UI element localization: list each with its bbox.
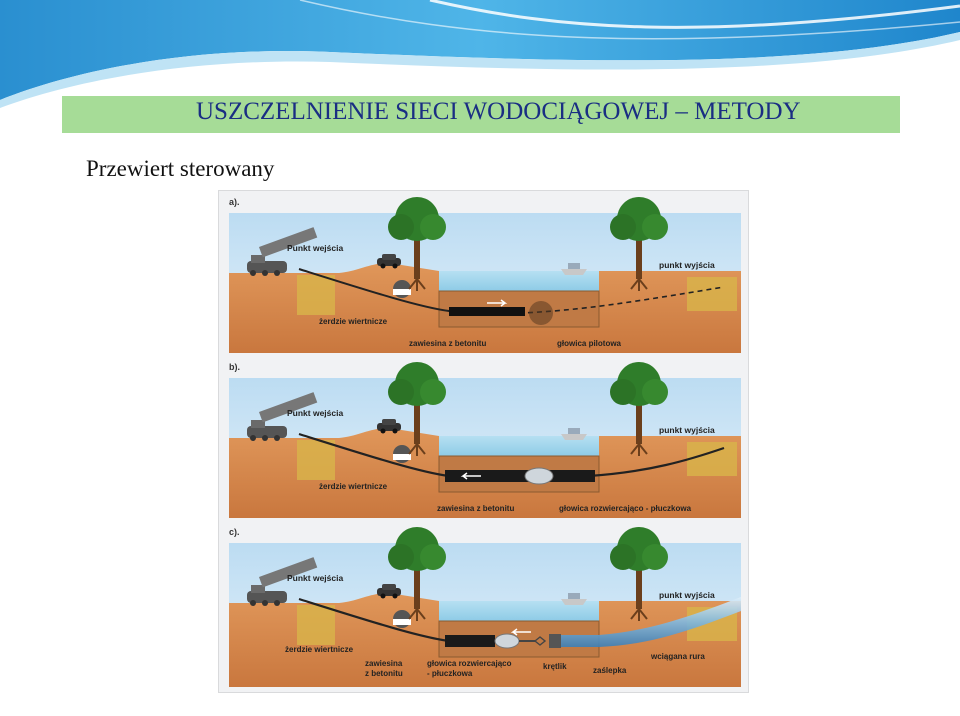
panel-a-exit-label: punkt wyjścia <box>659 260 715 270</box>
diagram-svg: a). Punkt wejścia punkt wyjścia <box>229 196 741 687</box>
panel-a-letter: a). <box>229 197 240 207</box>
panel-c: c). Punkt we <box>229 526 741 687</box>
panel-b-entry-label: Punkt wejścia <box>287 408 343 418</box>
panel-a-head-label: głowica pilotowa <box>557 339 622 348</box>
panel-c-mud-label-2: z betonitu <box>365 669 403 678</box>
panel-c-cap-label: zaślepka <box>593 666 627 675</box>
panel-b-head-label: głowica rozwiercająco - płuczkowa <box>559 504 692 513</box>
panel-c-river <box>439 601 599 621</box>
panel-b-river <box>439 436 599 456</box>
panel-c-rods-label: żerdzie wiertnicze <box>285 645 354 654</box>
panel-b-exit-label: punkt wyjścia <box>659 425 715 435</box>
slide-title: USZCZELNIENIE SIECI WODOCIĄGOWEJ – METOD… <box>196 98 801 125</box>
panel-c-exit-label: punkt wyjścia <box>659 590 715 600</box>
panel-c-head-label-1: głowica rozwiercająco <box>427 659 512 668</box>
panel-c-letter: c). <box>229 527 240 537</box>
panel-c-head-label-2: - płuczkowa <box>427 669 473 678</box>
panel-b-letter: b). <box>229 362 240 372</box>
panel-a: a). Punkt wejścia punkt wyjścia <box>229 196 741 353</box>
panel-c-mud-label-1: zawiesina <box>365 659 403 668</box>
header-wave-decoration <box>0 0 960 108</box>
panel-a-entry-label: Punkt wejścia <box>287 243 343 253</box>
panel-c-entry-label: Punkt wejścia <box>287 573 343 583</box>
panel-b-mud-label: zawiesina z betonitu <box>437 504 514 513</box>
drilling-diagram: a). Punkt wejścia punkt wyjścia <box>218 190 749 693</box>
slide-subtitle: Przewiert sterowany <box>86 156 275 181</box>
panel-c-swivel-label: krętlik <box>543 662 567 671</box>
panel-a-rods-label: żerdzie wiertnicze <box>319 317 388 326</box>
panel-c-pipe-label: wciągana rura <box>650 652 705 661</box>
panel-a-river <box>439 271 599 291</box>
panel-c-pipe <box>561 597 741 647</box>
panel-a-mud-label: zawiesina z betonitu <box>409 339 486 348</box>
panel-b-rods-label: żerdzie wiertnicze <box>319 482 388 491</box>
title-bar <box>62 96 900 133</box>
panel-b: b). Punkt wejścia punkt wyjścia <box>229 361 741 518</box>
